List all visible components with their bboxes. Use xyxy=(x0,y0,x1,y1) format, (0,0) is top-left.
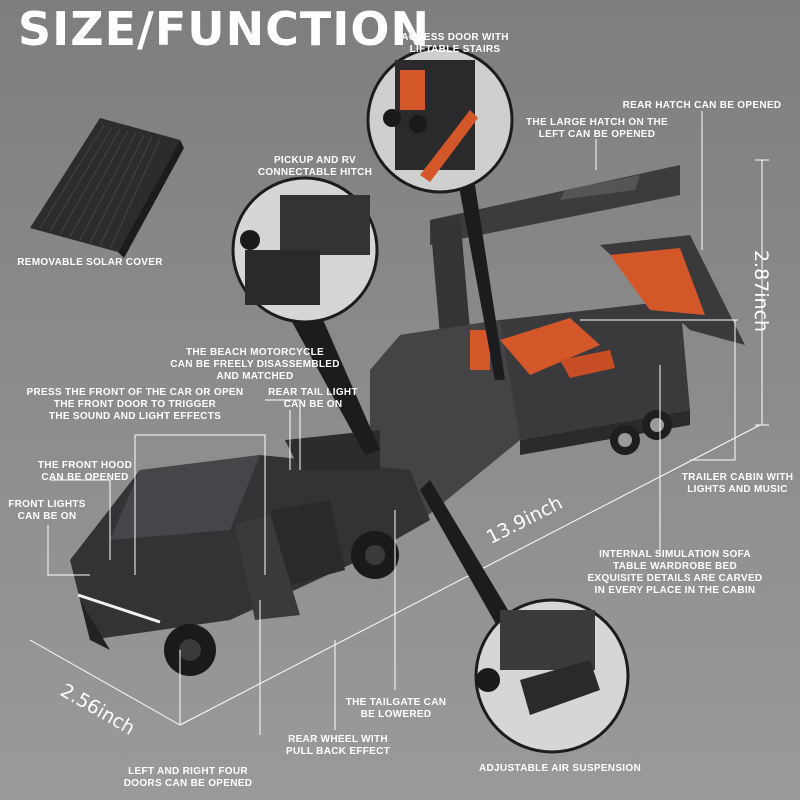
callout-access-door: ACCESS DOOR WITH LIFTABLE STAIRS xyxy=(401,32,509,55)
callout-rear-hatch: REAR HATCH CAN BE OPENED xyxy=(622,100,782,111)
callout-trailer-cabin: TRAILER CABIN WITH LIGHTS AND MUSIC xyxy=(681,472,794,495)
page-title: SIZE/FUNCTION xyxy=(18,2,430,56)
callout-tailgate: THE TAILGATE CAN BE LOWERED xyxy=(345,697,447,720)
callout-rear-wheel: REAR WHEEL WITH PULL BACK EFFECT xyxy=(285,734,391,757)
callout-motorcycle: THE BEACH MOTORCYCLE CAN BE FREELY DISAS… xyxy=(170,347,340,382)
callout-suspension: ADJUSTABLE AIR SUSPENSION xyxy=(479,763,641,774)
callout-lines xyxy=(47,111,738,735)
callout-solar-cover: REMOVABLE SOLAR COVER xyxy=(17,257,163,268)
callout-hitch: PICKUP AND RV CONNECTABLE HITCH xyxy=(257,155,373,178)
callout-press-front: PRESS THE FRONT OF THE CAR OR OPEN THE F… xyxy=(26,387,244,422)
callout-front-lights: FRONT LIGHTS CAN BE ON xyxy=(8,499,86,522)
callout-tail-light: REAR TAIL LIGHT CAN BE ON xyxy=(268,387,358,410)
callout-doors: LEFT AND RIGHT FOUR DOORS CAN BE OPENED xyxy=(123,766,253,789)
dimension-height: 2.87inch xyxy=(750,249,773,333)
callout-sofa: INTERNAL SIMULATION SOFA TABLE WARDROBE … xyxy=(587,549,763,596)
zoom-circles xyxy=(231,46,630,754)
truck-illustration xyxy=(70,430,430,676)
callout-front-hood: THE FRONT HOOD CAN BE OPENED xyxy=(37,460,133,483)
solar-cover-illustration xyxy=(30,118,184,258)
callout-large-hatch: THE LARGE HATCH ON THE LEFT CAN BE OPENE… xyxy=(526,117,668,140)
